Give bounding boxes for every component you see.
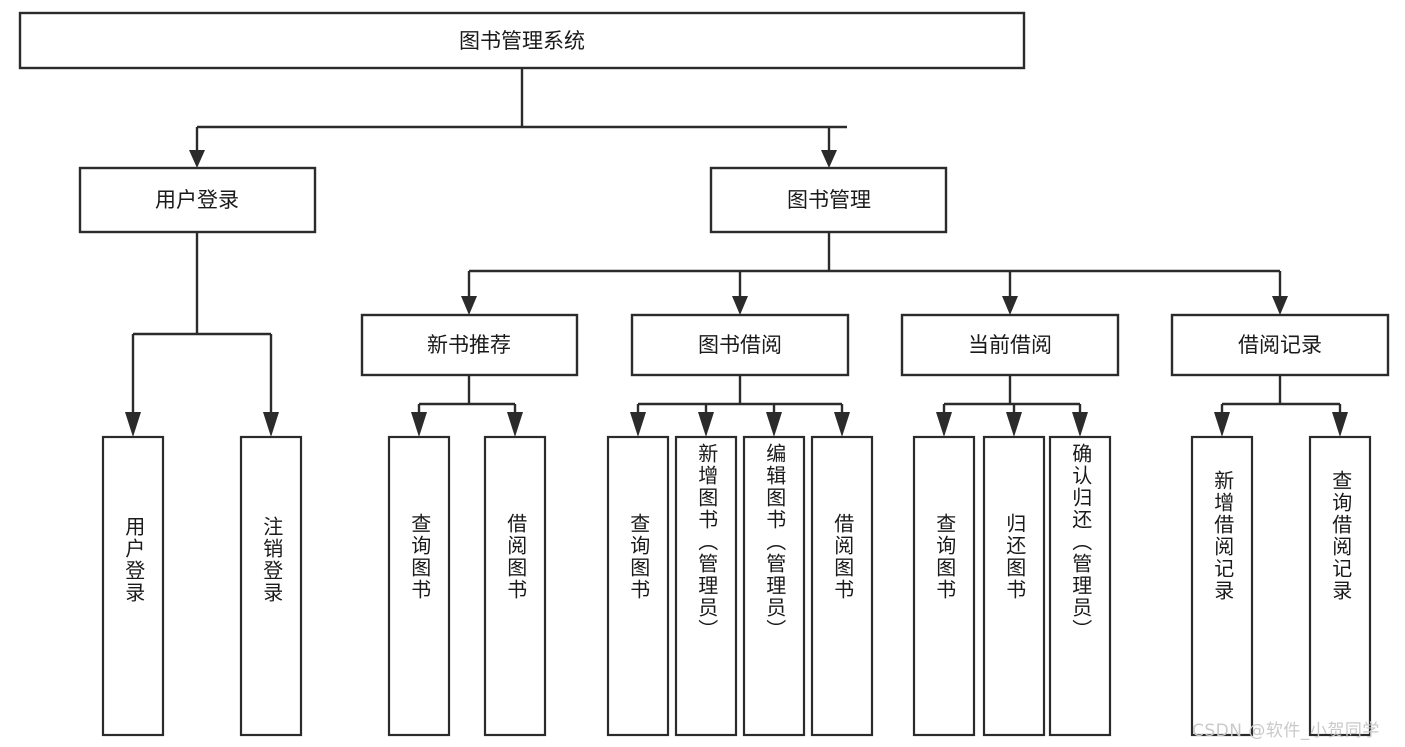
leaf-box-add-record[interactable] — [1190, 435, 1254, 737]
node-root-label: 图书管理系统 — [459, 29, 585, 53]
leaf-box-query-book-2[interactable] — [606, 435, 670, 737]
connector-bookborrow-to-leaves — [630, 375, 850, 437]
leaf-box-confirm-return-admin[interactable] — [1048, 435, 1112, 737]
leaf-box-logout[interactable] — [239, 435, 303, 737]
node-user-login-label: 用户登录 — [155, 188, 239, 212]
node-user-login[interactable]: 用户登录 — [78, 166, 317, 234]
leaf-box-query-book-3[interactable] — [912, 435, 976, 737]
leaf-box-add-book-admin[interactable] — [674, 435, 738, 737]
connector-borrowrecord-to-leaves — [1214, 375, 1348, 437]
node-new-book-recommend-label: 新书推荐 — [427, 333, 511, 357]
leaf-box-user-login[interactable] — [101, 435, 165, 737]
node-new-book-recommend[interactable]: 新书推荐 — [360, 313, 579, 377]
leaf-box-query-book-1[interactable] — [387, 435, 451, 737]
node-book-management[interactable]: 图书管理 — [709, 166, 948, 234]
leaf-boxes — [101, 435, 1372, 737]
connector-newbook-to-leaves — [411, 375, 523, 437]
node-current-borrow-label: 当前借阅 — [968, 333, 1052, 357]
node-current-borrow[interactable]: 当前借阅 — [900, 313, 1120, 377]
node-borrow-record[interactable]: 借阅记录 — [1170, 313, 1390, 377]
leaf-box-return-book[interactable] — [982, 435, 1046, 737]
node-book-management-label: 图书管理 — [787, 188, 871, 212]
leaf-box-query-record[interactable] — [1308, 435, 1372, 737]
connector-bookmgmt-to-level3 — [461, 232, 1288, 315]
connector-userlogin-to-leaves — [125, 232, 279, 437]
csdn-watermark: CSDN @软件_小贺同学 — [1192, 721, 1380, 741]
node-book-borrow[interactable]: 图书借阅 — [630, 313, 850, 377]
connector-root-to-level2 — [189, 68, 847, 168]
leaf-box-borrow-book-2[interactable] — [810, 435, 874, 737]
leaf-box-edit-book-admin[interactable] — [742, 435, 806, 737]
node-root[interactable]: 图书管理系统 — [18, 11, 1026, 70]
node-book-borrow-label: 图书借阅 — [698, 333, 782, 357]
leaf-box-borrow-book-1[interactable] — [483, 435, 547, 737]
connector-currentborrow-to-leaves — [936, 375, 1088, 437]
node-borrow-record-label: 借阅记录 — [1238, 333, 1322, 357]
